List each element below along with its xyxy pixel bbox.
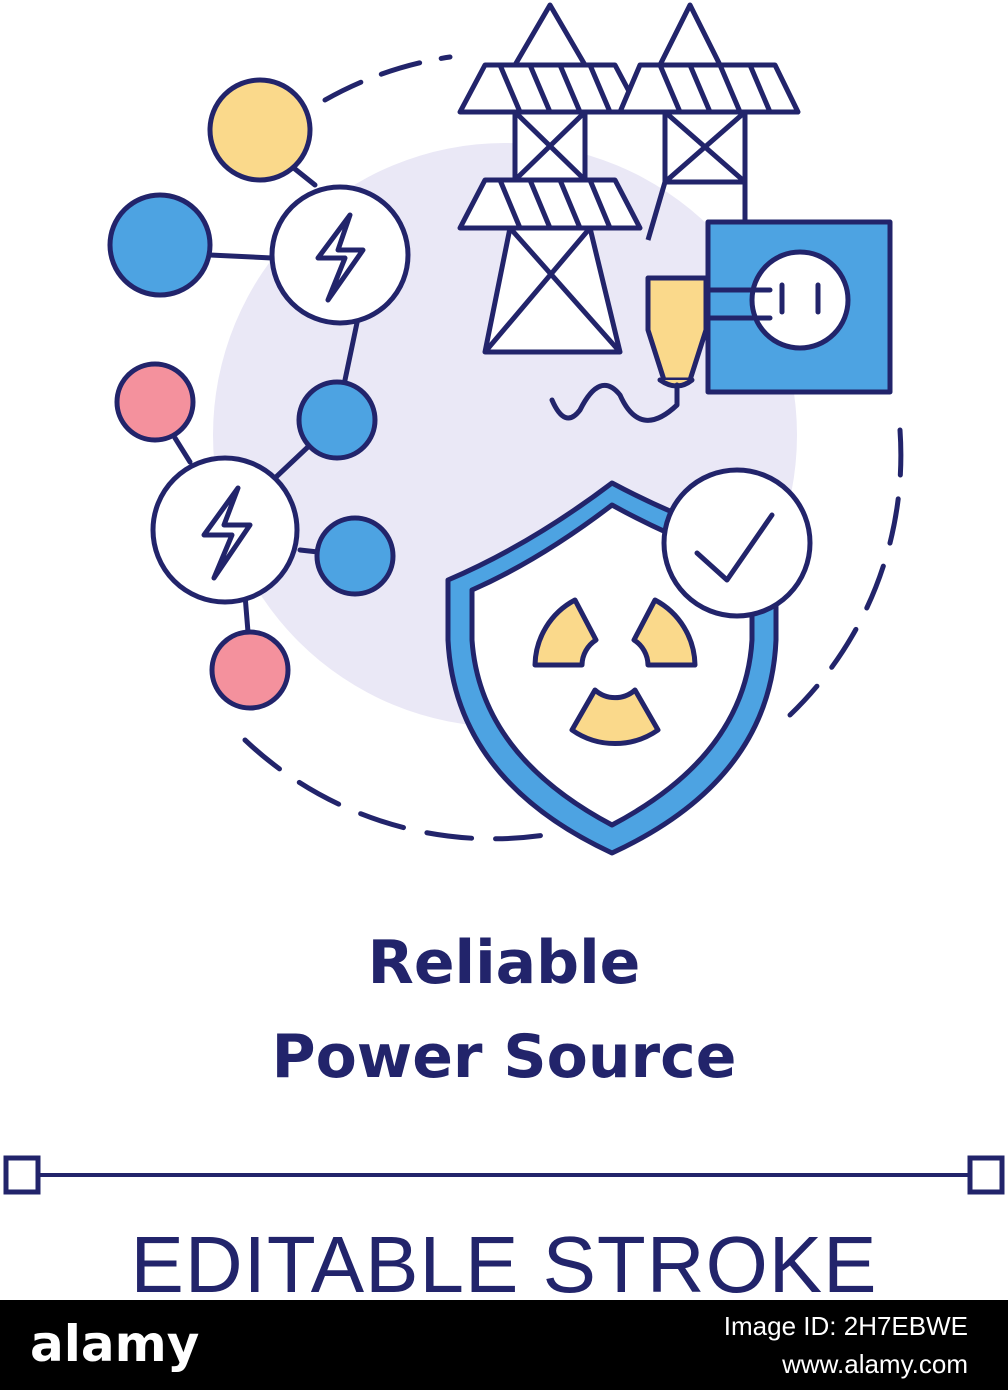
- icon-title-line-2: Power Source: [271, 1022, 737, 1092]
- hub-node-2: [150, 455, 300, 605]
- node-blue-1: [107, 192, 213, 298]
- node-pink-2: [209, 629, 291, 711]
- dashed-ring: [322, 54, 453, 103]
- power-tower-icon: [457, 2, 801, 355]
- site-url[interactable]: www.alamy.com: [782, 1349, 968, 1379]
- lightning-icon: [315, 212, 366, 303]
- radiation-icon: [532, 597, 698, 746]
- footer-bar: alamy Image ID: 2H7EBWE www.alamy.com: [0, 1300, 1008, 1390]
- editable-stroke-caption: EDITABLE STROKE: [130, 1220, 878, 1309]
- brand-logo[interactable]: alamy: [30, 1315, 200, 1373]
- icon-title-line-1: Reliable: [367, 928, 641, 998]
- hub-node-1: [269, 184, 411, 326]
- socket-icon: [705, 219, 893, 395]
- node-blue-2: [296, 379, 378, 461]
- node-yellow: [207, 77, 313, 183]
- checkmark-icon: [661, 467, 813, 619]
- image-id-text: Image ID: 2H7EBWE: [723, 1311, 968, 1341]
- plug-icon: [549, 275, 773, 423]
- node-pink-1: [114, 361, 196, 443]
- node-blue-3: [314, 515, 396, 597]
- editable-stroke-rule: [3, 1155, 1005, 1195]
- dashed-ring-right: [787, 427, 904, 718]
- concept-illustration: [107, 2, 904, 856]
- dashed-ring-bottom: [242, 737, 548, 842]
- lightning-icon: [201, 485, 253, 581]
